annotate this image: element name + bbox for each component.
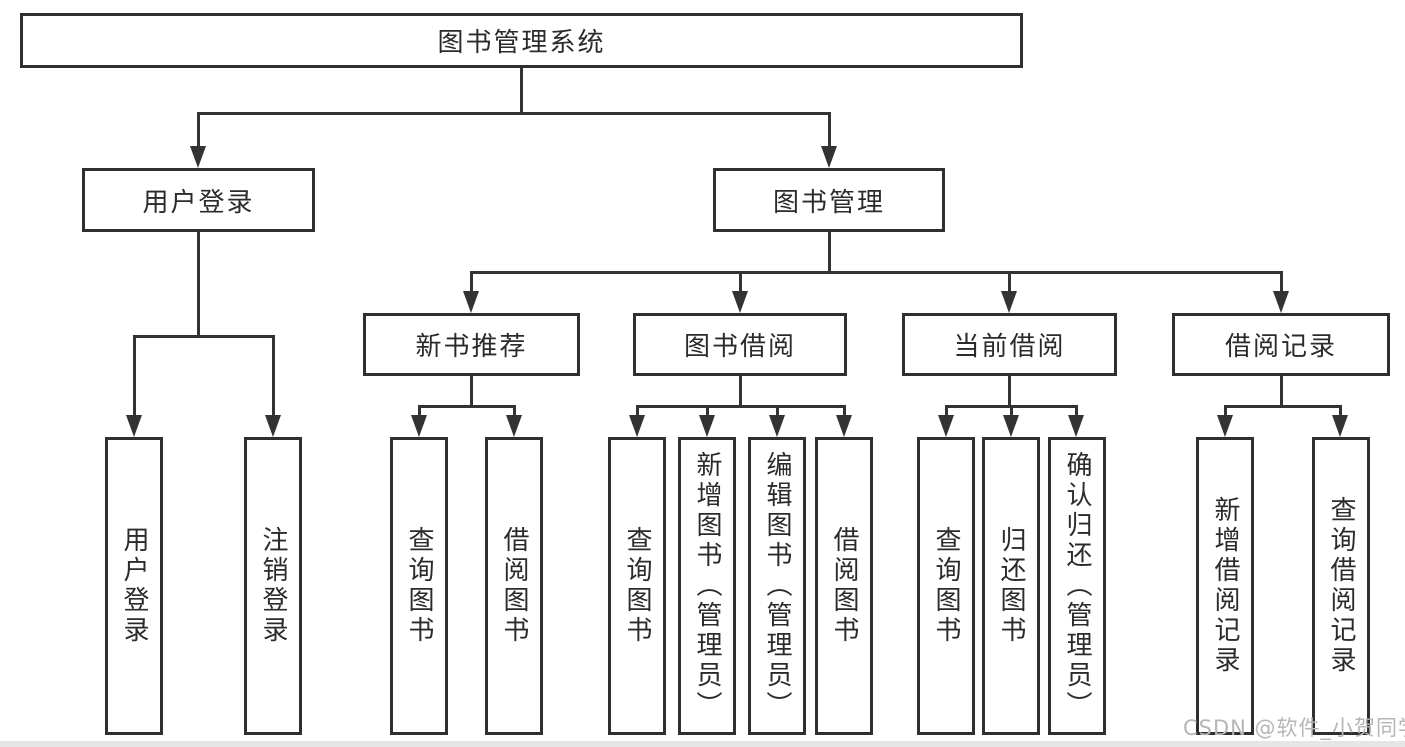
leaf-record-add: 新增借阅记录 bbox=[1196, 437, 1254, 735]
connector-newbook-trunk bbox=[470, 376, 473, 408]
connector-stem bbox=[513, 405, 516, 417]
leaf-logout: 注销登录 bbox=[244, 437, 302, 735]
arrow-down-icon bbox=[1217, 415, 1233, 437]
csdn-watermark: CSDN @软件_小贺同学 bbox=[1183, 716, 1405, 740]
node-label: 借阅记录 bbox=[1224, 332, 1337, 362]
arrow-down-icon bbox=[1273, 291, 1289, 313]
image-bottom-edge bbox=[0, 741, 1405, 747]
connector-stem bbox=[1075, 405, 1078, 417]
node-current-borrow: 当前借阅 bbox=[902, 313, 1117, 376]
connector-stem bbox=[1280, 271, 1283, 295]
node-label: 图书管理 bbox=[772, 187, 885, 218]
connector-stem bbox=[739, 271, 742, 295]
arrow-down-icon bbox=[821, 146, 837, 168]
connector-borrowrecord-trunk bbox=[1280, 376, 1283, 408]
leaf-label: 查询图书 bbox=[622, 526, 652, 646]
connector-stem bbox=[636, 405, 639, 417]
leaf-borrow-borrow: 借阅图书 bbox=[815, 437, 873, 735]
node-borrow-record: 借阅记录 bbox=[1172, 313, 1390, 376]
arrow-down-icon bbox=[699, 415, 715, 437]
connector-userlogin-trunk bbox=[197, 232, 200, 338]
arrow-down-icon bbox=[1068, 415, 1084, 437]
node-label: 图书管理系统 bbox=[437, 28, 606, 58]
arrow-down-icon bbox=[938, 415, 954, 437]
connector-stem bbox=[418, 405, 421, 417]
leaf-newbook-borrow: 借阅图书 bbox=[485, 437, 543, 735]
arrow-down-icon bbox=[1001, 291, 1017, 313]
leaf-label: 编辑图书（管理员） bbox=[762, 451, 792, 721]
leaf-label: 借阅图书 bbox=[499, 526, 529, 646]
leaf-label: 查询图书 bbox=[404, 526, 434, 646]
leaf-label: 查询图书 bbox=[931, 526, 961, 646]
arrow-down-icon bbox=[836, 415, 852, 437]
connector-stem bbox=[1339, 405, 1342, 417]
leaf-label: 借阅图书 bbox=[829, 526, 859, 646]
connector-stem bbox=[1010, 405, 1013, 417]
leaf-borrow-query: 查询图书 bbox=[608, 437, 666, 735]
leaf-current-confirm-admin: 确认归还（管理员） bbox=[1048, 437, 1106, 735]
arrow-down-icon bbox=[769, 415, 785, 437]
connector-userlogin-hbar bbox=[133, 335, 275, 338]
leaf-current-return: 归还图书 bbox=[982, 437, 1040, 735]
connector-stem bbox=[470, 271, 473, 295]
connector-bookborrow-hbar bbox=[636, 405, 846, 408]
arrow-down-icon bbox=[411, 415, 427, 437]
leaf-label: 归还图书 bbox=[996, 526, 1026, 646]
leaf-label: 查询借阅记录 bbox=[1326, 496, 1356, 676]
leaf-user-login: 用户登录 bbox=[105, 437, 163, 735]
arrow-down-icon bbox=[1332, 415, 1348, 437]
arrow-down-icon bbox=[190, 146, 206, 168]
connector-bookborrow-trunk bbox=[739, 376, 742, 408]
connector-currentborrow-trunk bbox=[1008, 376, 1011, 408]
arrow-down-icon bbox=[1003, 415, 1019, 437]
connector-stem bbox=[843, 405, 846, 417]
leaf-label: 新增图书（管理员） bbox=[692, 451, 722, 721]
connector-stem bbox=[828, 112, 831, 148]
connector-newbook-hbar bbox=[418, 405, 516, 408]
leaf-label: 注销登录 bbox=[258, 526, 288, 646]
connector-borrowrecord-hbar bbox=[1224, 405, 1341, 408]
leaf-current-query: 查询图书 bbox=[917, 437, 975, 735]
arrow-down-icon bbox=[126, 415, 142, 437]
node-book-borrow: 图书借阅 bbox=[633, 313, 847, 376]
connector-stem bbox=[1008, 271, 1011, 295]
leaf-label: 用户登录 bbox=[119, 526, 149, 646]
node-root: 图书管理系统 bbox=[20, 13, 1023, 68]
node-label: 图书借阅 bbox=[683, 332, 796, 362]
connector-root-hbar bbox=[197, 112, 831, 115]
arrow-down-icon bbox=[629, 415, 645, 437]
leaf-borrow-edit-admin: 编辑图书（管理员） bbox=[748, 437, 806, 735]
arrow-down-icon bbox=[732, 291, 748, 313]
arrow-down-icon bbox=[265, 415, 281, 437]
connector-stem bbox=[133, 335, 136, 419]
leaf-borrow-add-admin: 新增图书（管理员） bbox=[678, 437, 736, 735]
connector-stem bbox=[1224, 405, 1227, 417]
leaf-newbook-query: 查询图书 bbox=[390, 437, 448, 735]
connector-stem bbox=[197, 112, 200, 148]
node-new-book-recommend: 新书推荐 bbox=[363, 313, 580, 376]
node-label: 用户登录 bbox=[142, 187, 255, 218]
connector-stem bbox=[272, 335, 275, 419]
node-label: 当前借阅 bbox=[953, 332, 1066, 362]
arrow-down-icon bbox=[463, 291, 479, 313]
leaf-record-query: 查询借阅记录 bbox=[1312, 437, 1370, 735]
connector-stem bbox=[945, 405, 948, 417]
arrow-down-icon bbox=[506, 415, 522, 437]
connector-stem bbox=[706, 405, 709, 417]
leaf-label: 新增借阅记录 bbox=[1210, 496, 1240, 676]
connector-root-trunk bbox=[520, 68, 523, 115]
node-label: 新书推荐 bbox=[415, 332, 528, 362]
connector-bookmgmt-hbar bbox=[470, 271, 1282, 274]
connector-stem bbox=[776, 405, 779, 417]
connector-bookmgmt-trunk bbox=[828, 232, 831, 274]
node-user-login: 用户登录 bbox=[82, 168, 315, 232]
leaf-label: 确认归还（管理员） bbox=[1062, 451, 1092, 721]
node-book-management: 图书管理 bbox=[713, 168, 945, 232]
